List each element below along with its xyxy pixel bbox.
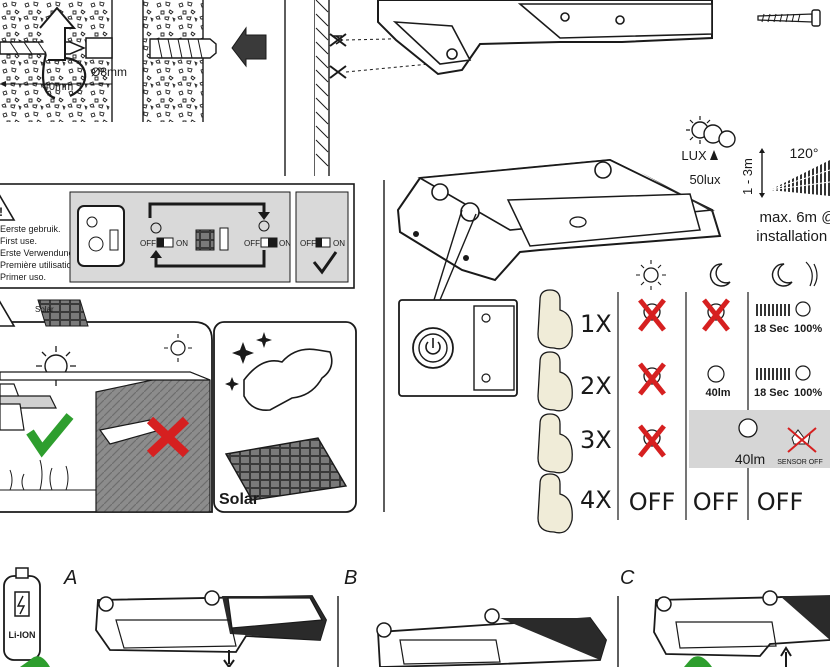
bulb-icon — [718, 130, 736, 148]
range-line1: max. 6m @ — [760, 209, 830, 226]
solar-panel-icon — [224, 437, 348, 501]
pir-time: 18 Sec — [754, 323, 789, 335]
solar-small-label: Solar — [35, 305, 54, 314]
off-label: OFF — [629, 488, 676, 516]
solar-label: Solar — [219, 491, 259, 508]
bad-placement-x-icon — [146, 416, 190, 458]
press-count: 2X — [580, 372, 612, 400]
switch-off-label: OFF — [140, 239, 156, 248]
power-switch-callout — [398, 299, 518, 397]
sensor-spec-panel: LUX 50lux 1 - 3m 120° max. 6m @ installa… — [681, 116, 830, 245]
pir-percent: 100% — [794, 323, 822, 335]
step-label: B — [344, 567, 357, 589]
cleaning-cloth-icon — [243, 348, 333, 412]
battery-icon — [3, 575, 41, 661]
notice-line: Première utilisation. — [0, 260, 79, 270]
sun-icon — [643, 267, 659, 283]
svg-text:!: ! — [0, 205, 3, 219]
bulb-icon — [795, 365, 811, 381]
bulb-off-icon — [638, 298, 666, 332]
solar-panel-icon — [195, 229, 215, 251]
step-b: B — [344, 567, 607, 667]
notice-line: Primer uso. — [0, 272, 46, 282]
moon-icon — [771, 263, 793, 287]
warning-icon — [0, 300, 16, 327]
dim-lumen: 40lm — [705, 387, 730, 399]
push-arrow-icon — [231, 26, 267, 68]
moon-icon — [258, 220, 270, 232]
brightness-ramp-icon — [756, 304, 792, 316]
press-count: 3X — [580, 426, 612, 454]
battery-illustration: Li-ION — [3, 567, 50, 667]
drill-depth-label: 40mm — [43, 81, 74, 93]
notice-line: Erste Verwendung. — [0, 248, 76, 258]
modes-table: 1X 2X 3X 4X 18 Sec 100% 40lm 18 Sec 100% — [537, 260, 830, 534]
bulb-icon — [738, 418, 758, 438]
bulb-off-icon — [638, 424, 666, 458]
switch-on-label: ON — [279, 239, 291, 248]
press-hand-icon — [537, 289, 573, 534]
step-label: C — [620, 567, 635, 589]
screw-icon — [757, 13, 813, 23]
step-label: A — [63, 567, 77, 589]
sparkle-icon — [225, 332, 272, 391]
range-line2: installation h — [756, 228, 830, 245]
bulb-off-icon — [638, 362, 666, 396]
notice-line: Eerste gebruik. — [0, 224, 61, 234]
off-label: OFF — [757, 488, 804, 516]
battery-label: Li-ION — [9, 630, 36, 640]
press-count: 1X — [580, 310, 612, 338]
notice-line: First use. — [0, 236, 37, 246]
pir-percent: 100% — [794, 387, 822, 399]
notice-lines: Eerste gebruik. First use. Erste Verwend… — [0, 224, 79, 282]
motion-icon — [805, 261, 818, 287]
lux-label: LUX — [681, 148, 707, 163]
lamp-iso-view — [396, 158, 722, 301]
brightness-ramp-icon — [756, 368, 792, 380]
warning-icon — [0, 194, 16, 221]
height-label: 1 - 3m — [740, 158, 755, 195]
pir-time: 18 Sec — [754, 387, 789, 399]
sensor-off-label: SENSOR OFF — [777, 459, 823, 466]
switch-off-label: OFF — [244, 239, 260, 248]
checkmark-icon — [312, 251, 338, 275]
drill-diameter-label: Ø8mm — [91, 65, 127, 79]
bulb-icon — [707, 365, 725, 383]
placement-illustration: Solar Solar — [0, 299, 357, 513]
good-placement-check-icon — [26, 413, 74, 458]
solar-panel-icon — [37, 299, 89, 327]
detection-cone — [770, 160, 830, 196]
step-a: A — [63, 567, 327, 667]
switch-on-label: ON — [333, 239, 345, 248]
dim-lumen: 40lm — [735, 451, 765, 467]
first-use-notice: ! Eerste gebruik. First use. Erste Verwe… — [0, 183, 355, 289]
drill-illustration: Ø8mm 40mm — [0, 0, 127, 122]
step-c: C — [620, 567, 830, 667]
press-count: 4X — [580, 486, 612, 514]
bulb-off-icon — [702, 298, 730, 332]
wall-mount-illustration — [284, 0, 821, 176]
angle-label: 120° — [790, 145, 819, 161]
moon-icon — [709, 263, 731, 287]
sun-icon — [170, 340, 186, 356]
switch-on-label: ON — [176, 239, 188, 248]
pir-sensor-icon — [460, 202, 480, 222]
switch-off-label: OFF — [300, 239, 316, 248]
lux-value: 50lux — [689, 172, 721, 187]
anchor-illustration — [142, 0, 267, 122]
off-label: OFF — [693, 488, 740, 516]
bulb-icon — [795, 301, 811, 317]
